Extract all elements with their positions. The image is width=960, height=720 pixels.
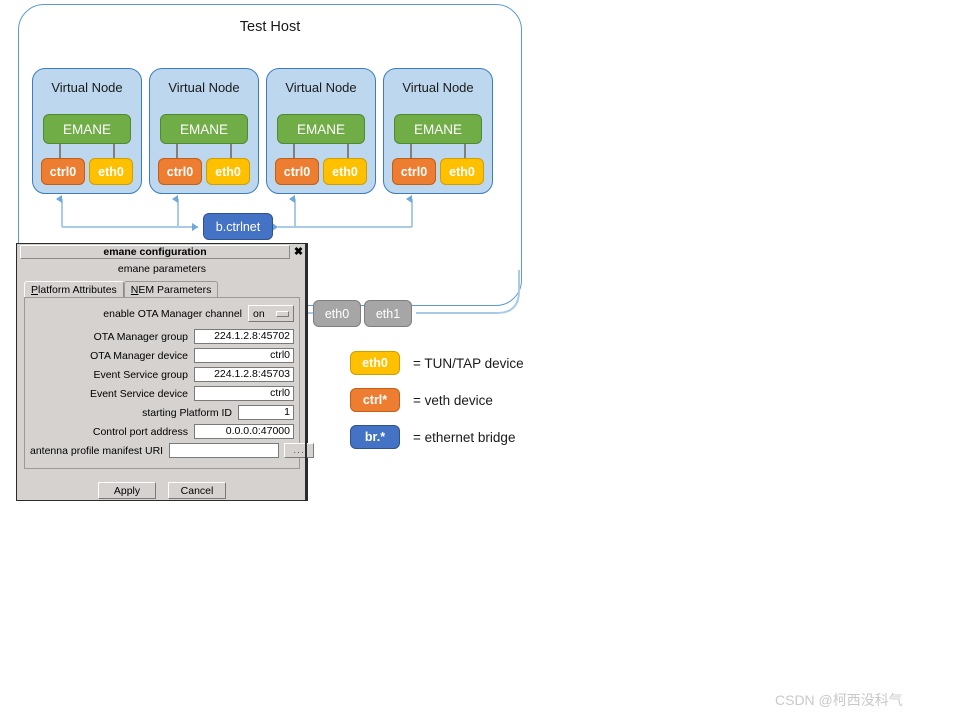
emane-eth-connector — [464, 144, 466, 158]
eth-interface: eth0 — [89, 158, 133, 185]
emane-ctrl-connector — [176, 144, 178, 158]
virtual-node-label: Virtual Node — [51, 80, 123, 95]
interface-row: ctrl0 eth0 — [392, 158, 484, 185]
virtual-node-3: Virtual Node EMANE ctrl0 eth0 — [266, 68, 376, 194]
interface-row: ctrl0 eth0 — [158, 158, 250, 185]
ctrl-interface: ctrl0 — [158, 158, 202, 185]
field-row-event-group: Event Service group 224.1.2.8:45703 — [30, 367, 294, 382]
emane-box: EMANE — [160, 114, 248, 144]
interface-row: ctrl0 eth0 — [275, 158, 367, 185]
field-label-ota-device: OTA Manager device — [90, 349, 188, 362]
tab-label-rest: latform Attributes — [38, 284, 117, 296]
legend-label-bridge: = ethernet bridge — [413, 429, 516, 445]
host-nic-eth1: eth1 — [364, 300, 412, 327]
emane-box: EMANE — [43, 114, 131, 144]
browse-button[interactable]: ... — [284, 443, 315, 458]
legend: eth0 = TUN/TAP device ctrl* = veth devic… — [350, 350, 524, 461]
field-label-ota-channel: enable OTA Manager channel — [103, 307, 242, 320]
emane-box: EMANE — [277, 114, 365, 144]
legend-item-veth: ctrl* = veth device — [350, 387, 524, 413]
emane-ctrl-connector — [59, 144, 61, 158]
emane-eth-connector — [113, 144, 115, 158]
host-nic-group: eth0 eth1 — [313, 300, 412, 327]
bridge-box: b.ctrlnet — [203, 213, 273, 240]
tab-mnemonic: P — [31, 284, 39, 296]
antenna-profile-uri-input[interactable] — [169, 443, 280, 458]
event-service-device-input[interactable]: ctrl0 — [194, 386, 294, 401]
host-nic-eth0: eth0 — [313, 300, 361, 327]
tab-platform-attributes[interactable]: Platform Attributes — [24, 281, 124, 297]
emane-eth-connector — [230, 144, 232, 158]
field-label-platform-id: starting Platform ID — [142, 406, 232, 419]
ctrl-interface: ctrl0 — [275, 158, 319, 185]
field-row-event-device: Event Service device ctrl0 — [30, 386, 294, 401]
emane-eth-connector — [347, 144, 349, 158]
dialog-tabs: Platform Attributes NEM Parameters — [24, 281, 307, 297]
legend-item-tuntap: eth0 = TUN/TAP device — [350, 350, 524, 376]
field-label-control-port: Control port address — [92, 425, 188, 438]
field-label-ota-group: OTA Manager group — [93, 330, 188, 343]
tab-label-rest: EM Parameters — [138, 284, 212, 296]
tab-mnemonic: N — [130, 284, 139, 296]
legend-swatch-bridge: br.* — [350, 425, 400, 449]
eth-interface: eth0 — [440, 158, 484, 185]
legend-swatch-eth: eth0 — [350, 351, 400, 375]
ota-manager-device-input[interactable]: ctrl0 — [194, 348, 294, 363]
apply-button[interactable]: Apply — [98, 482, 156, 499]
legend-label-veth: = veth device — [413, 392, 493, 408]
emane-box: EMANE — [394, 114, 482, 144]
field-row-control-port: Control port address 0.0.0.0:47000 — [30, 424, 294, 439]
dialog-title: emane configuration — [20, 245, 290, 259]
virtual-node-2: Virtual Node EMANE ctrl0 eth0 — [149, 68, 259, 194]
field-row-ota-group: OTA Manager group 224.1.2.8:45702 — [30, 329, 294, 344]
virtual-node-1: Virtual Node EMANE ctrl0 eth0 — [32, 68, 142, 194]
close-icon[interactable]: ✖ — [293, 246, 304, 258]
ota-channel-optionmenu[interactable]: on — [248, 305, 294, 322]
ctrl-interface: ctrl0 — [392, 158, 436, 185]
field-label-antenna-uri: antenna profile manifest URI — [30, 444, 164, 457]
event-service-group-input[interactable]: 224.1.2.8:45703 — [194, 367, 294, 382]
eth-interface: eth0 — [206, 158, 250, 185]
field-label-event-group: Event Service group — [93, 368, 188, 381]
dialog-right-edge — [305, 244, 307, 500]
cancel-button[interactable]: Cancel — [168, 482, 226, 499]
test-host-title: Test Host — [239, 19, 301, 35]
field-label-event-device: Event Service device — [89, 387, 188, 400]
option-menu-indicator-icon — [276, 310, 289, 317]
watermark: CSDN @柯西没科气 — [775, 692, 903, 708]
emane-ctrl-connector — [293, 144, 295, 158]
virtual-node-label: Virtual Node — [402, 80, 474, 95]
starting-platform-id-input[interactable]: 1 — [238, 405, 294, 420]
dialog-subtitle: emane parameters — [117, 263, 207, 275]
field-row-antenna-uri: antenna profile manifest URI ... — [30, 443, 315, 458]
field-row-platform-id: starting Platform ID 1 — [30, 405, 294, 420]
ota-channel-value: on — [253, 307, 265, 320]
virtual-node-label: Virtual Node — [285, 80, 357, 95]
virtual-node-label: Virtual Node — [168, 80, 240, 95]
ctrl-interface: ctrl0 — [41, 158, 85, 185]
emane-configuration-dialog: emane configuration ✖ emane parameters P… — [16, 243, 315, 501]
field-row-ota-channel: enable OTA Manager channel on — [30, 305, 294, 322]
dialog-button-row: Apply Cancel — [17, 482, 307, 499]
ota-manager-group-input[interactable]: 224.1.2.8:45702 — [194, 329, 294, 344]
legend-swatch-ctrl: ctrl* — [350, 388, 400, 412]
tab-nem-parameters[interactable]: NEM Parameters — [123, 281, 219, 297]
legend-label-tuntap: = TUN/TAP device — [413, 355, 524, 371]
legend-item-bridge: br.* = ethernet bridge — [350, 424, 524, 450]
virtual-node-4: Virtual Node EMANE ctrl0 eth0 — [383, 68, 493, 194]
eth-interface: eth0 — [323, 158, 367, 185]
platform-attributes-panel: enable OTA Manager channel on OTA Manage… — [24, 297, 315, 469]
control-port-address-input[interactable]: 0.0.0.0:47000 — [194, 424, 294, 439]
field-row-ota-device: OTA Manager device ctrl0 — [30, 348, 294, 363]
emane-ctrl-connector — [410, 144, 412, 158]
interface-row: ctrl0 eth0 — [41, 158, 133, 185]
dialog-titlebar[interactable]: emane configuration ✖ — [17, 244, 307, 259]
